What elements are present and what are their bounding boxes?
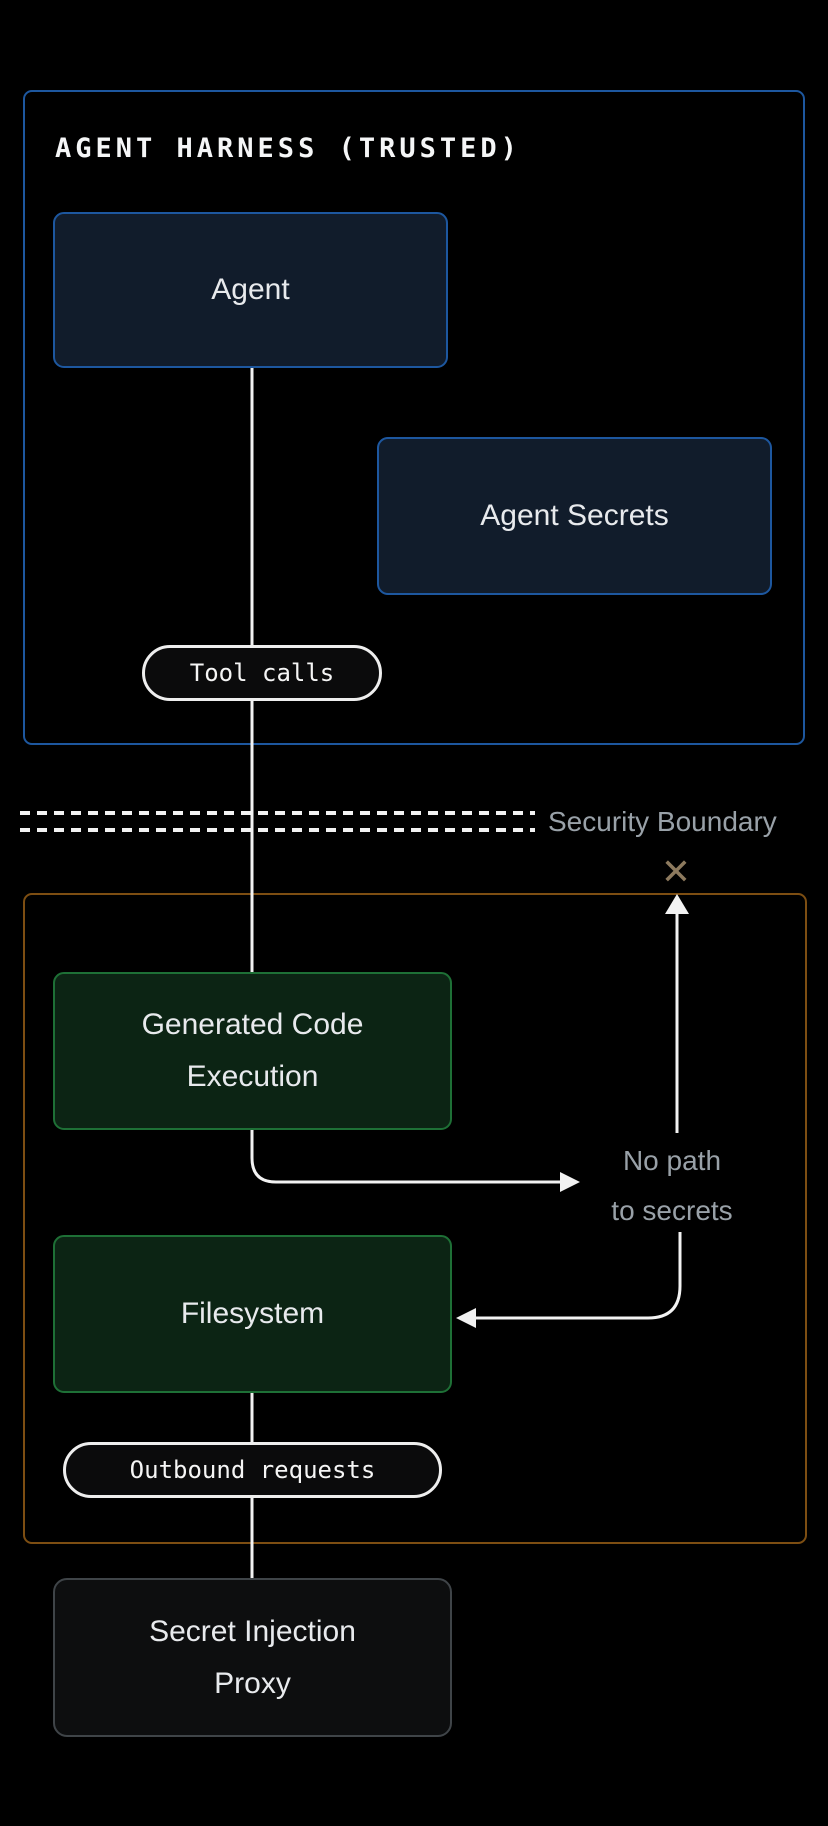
trusted-zone-box [23, 90, 805, 745]
tool-calls-pill: Tool calls [142, 645, 382, 701]
no-path-label-line2: to secrets [611, 1195, 733, 1226]
sandbox-zone-box [23, 893, 807, 1544]
proxy-node-label-line1: Secret Injection [149, 1614, 356, 1648]
agent-secrets-node-label: Agent Secrets [480, 499, 669, 532]
blocked-x-icon: ✕ [660, 851, 692, 892]
agent-node: Agent [53, 212, 448, 368]
filesystem-node-label: Filesystem [180, 1297, 325, 1330]
outbound-requests-pill-label: Outbound requests [129, 1456, 376, 1484]
no-path-to-secrets-label: No path to secrets [562, 1136, 782, 1236]
generated-code-node-label-line2: Execution [186, 1060, 319, 1093]
generated-code-node-label-line1: Generated Code [141, 1008, 364, 1041]
tool-calls-pill-label: Tool calls [189, 659, 335, 687]
proxy-node-label-line2: Proxy [214, 1666, 291, 1700]
trusted-zone-title: AGENT HARNESS (TRUSTED) [55, 133, 521, 164]
security-boundary-dashed-line [20, 811, 535, 815]
no-path-label-line1: No path [622, 1145, 722, 1176]
filesystem-node: Filesystem [53, 1235, 452, 1393]
outbound-requests-pill: Outbound requests [63, 1442, 442, 1498]
secret-injection-proxy-node: Secret Injection Proxy [53, 1578, 452, 1737]
agent-node-label: Agent [211, 273, 290, 306]
agent-secrets-node: Agent Secrets [377, 437, 772, 595]
security-boundary-label: Security Boundary [548, 806, 777, 837]
generated-code-execution-node: Generated Code Execution [53, 972, 452, 1130]
security-boundary-dashed-line [20, 828, 535, 832]
